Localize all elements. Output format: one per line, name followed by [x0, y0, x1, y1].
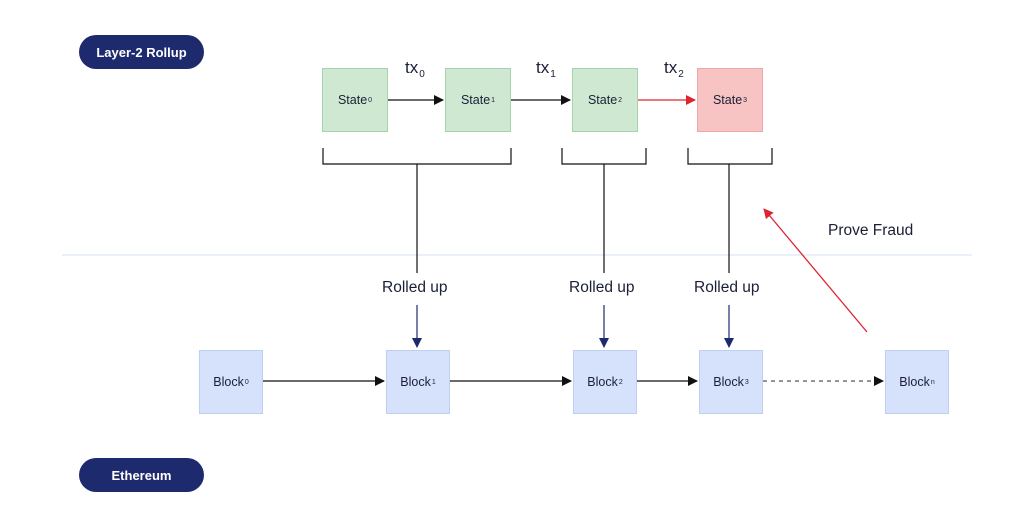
tx-2-subscript: 2 — [678, 69, 684, 80]
state-0-subscript: 0 — [368, 96, 373, 104]
tx-1-subscript: 1 — [550, 69, 556, 80]
state-2-subscript: 2 — [618, 96, 623, 104]
tx-1-text: tx — [536, 58, 550, 77]
block-0-label: Block — [213, 375, 244, 389]
state-3-label: State — [712, 93, 743, 107]
block-1-label: Block — [400, 375, 431, 389]
state-3-subscript: 3 — [743, 96, 748, 104]
bracket-batch-3 — [687, 148, 773, 165]
ethereum-badge: Ethereum — [79, 458, 204, 492]
tx-0-subscript: 0 — [419, 69, 425, 80]
bracket-batch-1 — [322, 148, 512, 165]
rolled-up-label-2: Rolled up — [569, 279, 635, 296]
block-n-subscript: n — [930, 378, 935, 386]
prove-fraud-label: Prove Fraud — [828, 222, 914, 239]
state-2-label: State — [587, 93, 618, 107]
block-1-subscript: 1 — [431, 378, 436, 386]
rolled-up-label-1: Rolled up — [382, 279, 448, 296]
tx-0-label: tx0 — [405, 58, 425, 80]
layer2-rollup-badge: Layer-2 Rollup — [79, 35, 204, 69]
tx-1-label: tx1 — [536, 58, 556, 80]
tx-0-text: tx — [405, 58, 419, 77]
prove-fraud-arrow — [763, 208, 868, 333]
state-1-subscript: 1 — [491, 96, 496, 104]
block-2-subscript: 2 — [618, 378, 623, 386]
tx-2-label: tx2 — [664, 58, 684, 80]
rolled-up-label-3: Rolled up — [694, 279, 760, 296]
block-n-label: Block — [899, 375, 930, 389]
state-0-label: State — [337, 93, 368, 107]
block-2-label: Block — [587, 375, 618, 389]
block-3-subscript: 3 — [744, 378, 749, 386]
block-3-label: Block — [713, 375, 744, 389]
bracket-batch-2 — [561, 148, 647, 165]
state-1-label: State — [460, 93, 491, 107]
block-0-subscript: 0 — [244, 378, 249, 386]
tx-2-text: tx — [664, 58, 678, 77]
